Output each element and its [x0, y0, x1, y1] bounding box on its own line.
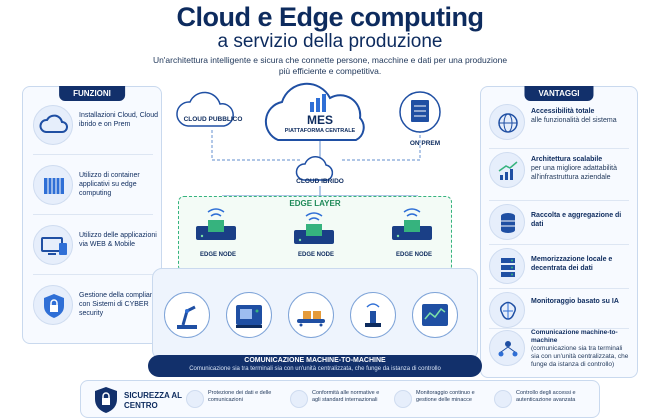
vantaggio-title: Memorizzazione locale e decentrata dei d… [531, 256, 613, 272]
data-protection-icon [186, 390, 204, 408]
on-prem-label: ON PREM [409, 140, 441, 147]
edge-node-label: EDGE NODE [199, 252, 236, 258]
cloud-ibrido-icon [295, 156, 334, 181]
mes-label: MES [306, 113, 333, 127]
funzioni-heading: FUNZIONI [59, 86, 125, 101]
security-item-text: Controllo degli accessi e autenticazione… [516, 390, 576, 403]
intro-text: Un'architettura intelligente e sicura ch… [152, 55, 508, 76]
security-item-text: Conformità alle normative e agli standar… [312, 390, 380, 403]
edge-node-icon [392, 208, 432, 240]
page-subtitle: a servizio della produzione [217, 31, 443, 52]
vantaggio-title: Architettura scalabile [531, 156, 603, 163]
devices-icon [33, 225, 73, 265]
vantaggio-desc: (comunicazione sia tra terminali sia con… [531, 345, 629, 368]
shield-lock-icon [33, 285, 73, 325]
globe-icon [489, 104, 525, 140]
page-title: Cloud e Edge computing [176, 2, 485, 32]
mes-sublabel: PIATTAFORMA CENTRALE [284, 128, 356, 134]
vantaggio-item: Monitoraggio basato su IA [489, 289, 629, 329]
edge-nodes-graphic [196, 208, 432, 244]
funzione-item: Utilizzo delle applicazioni via WEB & Mo… [33, 221, 157, 275]
security-title: SICUREZZA AL CENTRO [124, 391, 182, 410]
edge-layer-title: EDGE LAYER [289, 199, 341, 208]
m2m-banner [148, 355, 482, 377]
security-item: Conformità alle normative e agli standar… [290, 388, 390, 414]
compliance-icon [290, 390, 308, 408]
security-item-text: Protezione dei dati e delle comunicazion… [208, 390, 272, 403]
vantaggio-item: Comunicazione machine-to-machine(comunic… [489, 327, 629, 379]
monitoring-icon [394, 390, 412, 408]
funzione-item: Utilizzo di container applicativi su edg… [33, 161, 153, 215]
funzione-label: Gestione della compliance con Sistemi di… [79, 292, 162, 317]
sensor-icon [350, 292, 396, 338]
vantaggio-item: Raccolta e aggregazione di dati [489, 201, 629, 245]
network-people-icon [489, 330, 525, 366]
cloud-publico-label: CLOUD PUBBLICO [183, 116, 243, 123]
vantaggi-panel: VANTAGGI Accessibilità totale alle funzio… [480, 86, 638, 378]
growth-chart-icon [489, 152, 525, 188]
security-item: Controllo degli accessi e autenticazione… [494, 388, 594, 414]
on-prem-server-icon [399, 91, 441, 133]
container-icon [33, 165, 73, 205]
funzioni-panel: FUNZIONI Installazioni Cloud, Cloud ibri… [22, 86, 162, 344]
edge-node-label: EDGE NODE [395, 252, 432, 258]
security-shield-icon [95, 387, 117, 413]
conveyor-icon [288, 292, 334, 338]
control-panel-icon [412, 292, 458, 338]
robot-arm-icon [164, 292, 210, 338]
m2m-description: Comunicazione sia tra terminali sia con … [189, 366, 441, 372]
vantaggi-heading: VANTAGGI [524, 86, 594, 101]
mes-cloud-icon [264, 82, 365, 141]
funzione-label: Utilizzo delle applicazioni via WEB & Mo… [79, 232, 157, 248]
m2m-title: COMUNICAZIONE MACHINE-TO-MACHINE [244, 357, 386, 364]
access-control-icon [494, 390, 512, 408]
vantaggio-desc: alle funzionalità del sistema [531, 117, 617, 124]
vantaggio-item: Memorizzazione locale e decentrata dei d… [489, 245, 629, 289]
security-item: Monitoraggio continuo e gestione delle m… [394, 388, 494, 414]
funzione-item: Installazioni Cloud, Cloud ibrido e on P… [33, 101, 158, 155]
vantaggio-title: Raccolta e aggregazione di dati [531, 212, 622, 228]
security-item: Protezione dei dati e delle comunicazion… [186, 388, 286, 414]
security-footer [80, 380, 600, 418]
vantaggio-item: Accessibilità totale alle funzionalità de… [489, 101, 629, 149]
funzione-item: Gestione della compliance con Sistemi di… [33, 281, 161, 335]
vantaggio-desc: per una migliore adattabilità all'infras… [531, 165, 617, 181]
security-item-text: Monitoraggio continuo e gestione delle m… [416, 390, 475, 403]
server-icon [489, 248, 525, 284]
funzione-label: Installazioni Cloud, Cloud ibrido e on P… [79, 112, 158, 128]
edge-node-icon [196, 208, 236, 240]
vantaggio-title: Comunicazione machine-to-machine [531, 329, 618, 344]
edge-node-label: EDGE NODE [297, 252, 334, 258]
vantaggio-title: Accessibilità totale [531, 108, 595, 115]
funzione-label: Utilizzo di container applicativi su edg… [79, 172, 140, 197]
cloud-ibrido-label: CLOUD IBRIDO [296, 178, 344, 185]
edge-node-icon [294, 212, 334, 244]
cnc-machine-icon [226, 292, 272, 338]
cloud-publico-icon [176, 91, 234, 127]
vantaggio-title: Monitoraggio basato su IA [531, 298, 619, 305]
ai-brain-icon [489, 292, 525, 328]
database-icon [489, 204, 525, 240]
vantaggio-item: Architettura scalabile per una migliore a… [489, 149, 629, 201]
cloud-icon [33, 105, 73, 145]
